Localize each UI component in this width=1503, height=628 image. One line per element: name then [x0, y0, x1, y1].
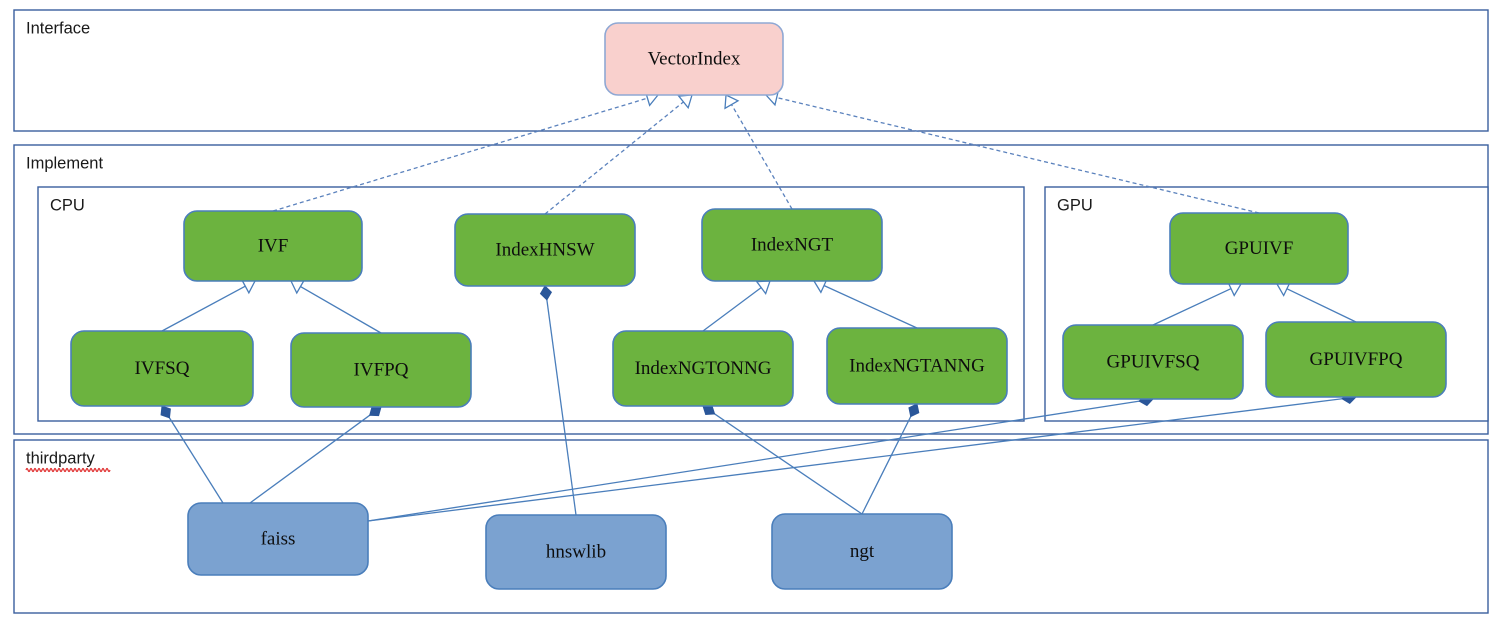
- node-box-vectorindex[interactable]: [604, 22, 784, 96]
- class-node-gpuivf[interactable]: GPUIVF: [1169, 212, 1349, 285]
- edge-ngt-to-indexngtanng: [861, 403, 920, 515]
- node-box-hnswlib[interactable]: [485, 514, 667, 590]
- node-label-gpuivfsq: GPUIVFSQ: [1107, 351, 1200, 372]
- container-label-gpu: GPU: [1057, 196, 1093, 214]
- class-node-faiss[interactable]: faiss: [187, 502, 369, 576]
- class-node-indexngt[interactable]: IndexNGT: [701, 208, 883, 282]
- container-label-interface: Interface: [26, 19, 90, 37]
- container-label-implement: Implement: [26, 154, 103, 172]
- class-node-gpuivfsq[interactable]: GPUIVFSQ: [1062, 324, 1244, 400]
- class-node-ivfpq[interactable]: IVFPQ: [290, 332, 472, 408]
- class-node-ivfsq[interactable]: IVFSQ: [70, 330, 254, 407]
- node-box-ngt[interactable]: [771, 513, 953, 590]
- composition-diamond-faiss-ivfsq: [160, 405, 171, 419]
- node-label-ivfpq: IVFPQ: [354, 359, 409, 380]
- composition-diamond-faiss-ivfpq: [369, 406, 382, 417]
- node-label-gpuivfpq: GPUIVFPQ: [1310, 349, 1403, 370]
- inheritance-arrow-indexngt-vectorindex: [724, 94, 740, 110]
- node-label-vectorindex: VectorIndex: [648, 48, 741, 69]
- node-box-indexngt[interactable]: [701, 208, 883, 282]
- node-label-indexngtonng: IndexNGTONNG: [635, 358, 772, 379]
- container-label-thirdparty: thirdparty: [26, 449, 96, 467]
- class-node-indexhnsw[interactable]: IndexHNSW: [454, 213, 636, 287]
- class-node-ivf[interactable]: IVF: [183, 210, 363, 282]
- node-box-ivfpq[interactable]: [290, 332, 472, 408]
- node-box-indexhnsw[interactable]: [454, 213, 636, 287]
- edge-hnswlib-to-indexhnsw: [539, 285, 577, 516]
- node-label-ivf: IVF: [258, 235, 289, 256]
- class-node-ngt[interactable]: ngt: [771, 513, 953, 590]
- edge-ngt-to-indexngtonng: [702, 404, 863, 515]
- class-node-vectorindex[interactable]: VectorIndex: [604, 22, 784, 96]
- edge-indexngt-to-vectorindex: [724, 94, 793, 210]
- node-label-indexngtanng: IndexNGTANNG: [849, 355, 985, 376]
- node-label-hnswlib: hnswlib: [546, 541, 606, 562]
- class-node-indexngtanng[interactable]: IndexNGTANNG: [826, 327, 1008, 405]
- node-box-faiss[interactable]: [187, 502, 369, 576]
- node-box-indexngtonng[interactable]: [612, 330, 794, 407]
- node-label-gpuivf: GPUIVF: [1225, 238, 1294, 259]
- node-box-indexngtanng[interactable]: [826, 327, 1008, 405]
- spellcheck-underline: [25, 467, 111, 473]
- node-box-gpuivf[interactable]: [1169, 212, 1349, 285]
- class-node-gpuivfpq[interactable]: GPUIVFPQ: [1265, 321, 1447, 398]
- node-box-gpuivfpq[interactable]: [1265, 321, 1447, 398]
- class-node-hnswlib[interactable]: hnswlib: [485, 514, 667, 590]
- node-label-faiss: faiss: [261, 528, 296, 549]
- node-box-ivfsq[interactable]: [70, 330, 254, 407]
- container-label-cpu: CPU: [50, 196, 85, 214]
- edge-faiss-to-ivfsq: [160, 405, 224, 504]
- composition-diamond-hnswlib-indexhnsw: [539, 285, 553, 301]
- node-label-ivfsq: IVFSQ: [135, 358, 190, 379]
- node-box-ivf[interactable]: [183, 210, 363, 282]
- composition-diamond-ngt-indexngtanng: [908, 403, 920, 418]
- node-box-gpuivfsq[interactable]: [1062, 324, 1244, 400]
- node-label-indexhnsw: IndexHNSW: [495, 239, 594, 260]
- node-label-ngt: ngt: [850, 541, 875, 562]
- class-node-indexngtonng[interactable]: IndexNGTONNG: [612, 330, 794, 407]
- node-label-indexngt: IndexNGT: [751, 234, 834, 255]
